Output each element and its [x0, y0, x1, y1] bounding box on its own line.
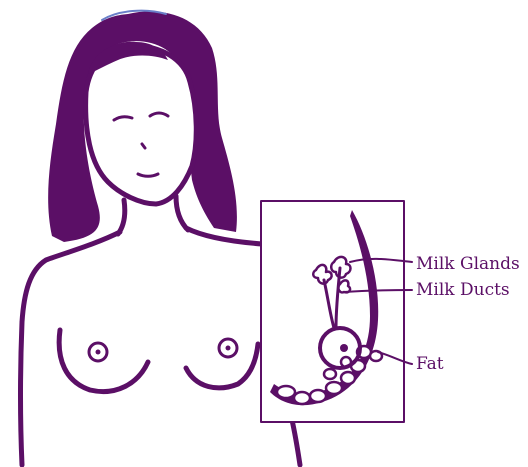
right-breast	[186, 344, 258, 388]
label-milk-ducts: Milk Ducts	[416, 280, 510, 300]
face-outline	[86, 46, 197, 204]
right-shoulder	[186, 228, 262, 244]
right-nipple	[226, 346, 231, 351]
cross-section-nipple	[340, 344, 348, 352]
neck-left	[118, 200, 125, 234]
left-nipple	[96, 350, 101, 355]
right-arm	[292, 420, 300, 465]
neck-right	[176, 196, 188, 230]
label-milk-glands: Milk Glands	[416, 254, 520, 274]
label-fat: Fat	[416, 354, 444, 374]
